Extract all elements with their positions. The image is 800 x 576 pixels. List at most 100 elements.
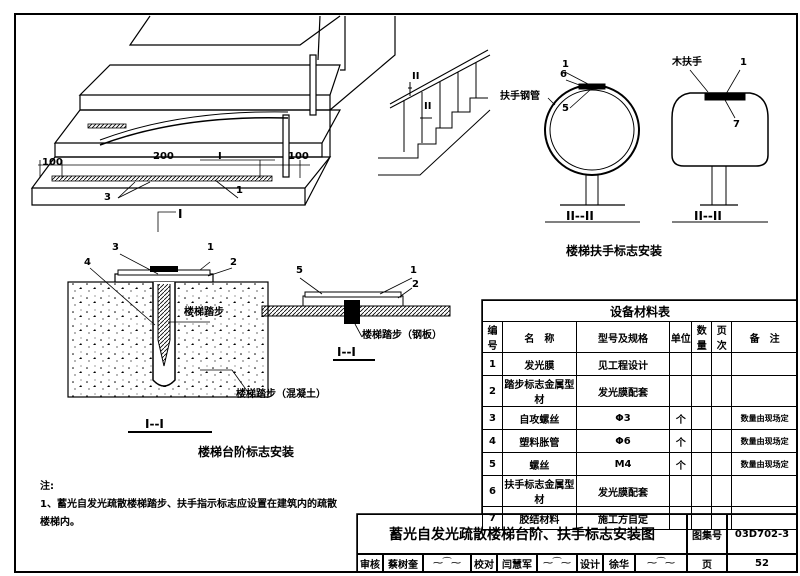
table-cell xyxy=(691,452,713,476)
wood-n1: 1 xyxy=(740,57,747,68)
table-cell: 个 xyxy=(669,452,693,476)
table-cell xyxy=(711,406,733,430)
table-cell xyxy=(691,352,713,376)
table-cell: 发光膜 xyxy=(501,352,577,376)
callout-3: 3 xyxy=(104,192,111,203)
leader-lines xyxy=(117,179,239,232)
steel-pipe-section xyxy=(544,71,640,223)
table-cell: 5 xyxy=(482,452,503,476)
pipe-section-label: II--II xyxy=(566,209,594,223)
section-mark-I: I xyxy=(178,207,183,221)
table-cell: Φ6 xyxy=(575,429,671,453)
table-cell xyxy=(669,375,693,407)
table-cell: 数量由现场定 xyxy=(731,406,798,430)
table-cell: 发光膜配套 xyxy=(575,375,671,407)
col-header: 数量 xyxy=(691,321,713,353)
checker-signature: ⁓⁀⁓ xyxy=(537,554,577,572)
table-cell: 3 xyxy=(482,406,503,430)
wood-n7: 7 xyxy=(733,119,740,130)
conc-step-label: 楼梯踏步 xyxy=(184,307,224,318)
table-cell: 塑料胀管 xyxy=(501,429,577,453)
conc-n4: 4 xyxy=(84,257,91,268)
notes: 注: 1、蓄光自发光疏散楼梯踏步、扶手指示标志应设置在建筑内的疏散 楼梯内。 xyxy=(40,478,337,532)
col-header: 单位 xyxy=(669,321,693,353)
dim-mid: 200 xyxy=(153,151,174,162)
dim-left: 100 xyxy=(42,157,63,168)
table-cell xyxy=(669,352,693,376)
table-cell xyxy=(711,429,733,453)
col-header: 型号及规格 xyxy=(575,321,671,353)
page-number: 52 xyxy=(727,554,797,572)
check-label: 校对 xyxy=(471,554,497,572)
stair-perspective xyxy=(30,15,396,206)
dimension-lines xyxy=(38,159,310,178)
table-cell: 数量由现场定 xyxy=(731,452,798,476)
table-title: 设备材料表 xyxy=(482,300,798,322)
conc-n3: 3 xyxy=(112,242,119,253)
table-cell xyxy=(711,452,733,476)
page-label: 页 xyxy=(687,554,727,572)
col-header: 编号 xyxy=(482,321,503,353)
reviewer-signature: ⁓⁀⁓ xyxy=(423,554,471,572)
table-cell: 踏步标志金属型材 xyxy=(501,375,577,407)
notes-line: 1、蓄光自发光疏散楼梯踏步、扶手指示标志应设置在建筑内的疏散 xyxy=(40,499,337,510)
designer-signature: ⁓⁀⁓ xyxy=(635,554,687,572)
drawing-title: 蓄光自发光疏散楼梯台阶、扶手标志安装图 xyxy=(357,514,687,554)
atlas-number: 03D702-3 xyxy=(727,514,797,554)
steel-label: 楼梯踏步（钢板） xyxy=(362,330,442,341)
col-header: 页次 xyxy=(711,321,733,353)
table-cell: 发光膜配套 xyxy=(575,475,671,507)
table-cell xyxy=(669,475,693,507)
table-cell xyxy=(691,475,713,507)
step-strip xyxy=(51,175,273,182)
conc-n2: 2 xyxy=(230,257,237,268)
conc-concrete-label: 楼梯踏步（混凝土） xyxy=(236,389,326,400)
atlas-label: 图集号 xyxy=(687,514,727,554)
callout-1: 1 xyxy=(236,185,243,196)
steel-n2: 2 xyxy=(412,279,419,290)
conc-caption: 楼梯台阶标志安装 xyxy=(198,445,295,459)
conc-section-label: I--I xyxy=(145,417,164,431)
col-header: 备 注 xyxy=(731,321,798,353)
dim-right: 100 xyxy=(288,151,309,162)
table-cell: 6 xyxy=(482,475,503,507)
col-header: 名 称 xyxy=(501,321,577,353)
review-label: 审核 xyxy=(357,554,383,572)
table-cell: Φ3 xyxy=(575,406,671,430)
notes-heading: 注: xyxy=(40,481,54,492)
notes-line: 楼梯内。 xyxy=(40,517,80,528)
steel-n5: 5 xyxy=(296,265,303,276)
table-cell xyxy=(711,375,733,407)
handrail-caption: 楼梯扶手标志安装 xyxy=(566,244,663,258)
steel-n1: 1 xyxy=(410,265,417,276)
steel-pipe-label: 扶手钢管 xyxy=(500,91,540,102)
reviewer-name: 蔡树奎 xyxy=(383,554,423,572)
wood-handrail-section xyxy=(671,69,769,223)
handrail-sketch xyxy=(378,49,491,176)
table-cell: 个 xyxy=(669,429,693,453)
design-label: 设计 xyxy=(577,554,603,572)
table-cell xyxy=(731,506,798,530)
concrete-step-detail xyxy=(67,253,269,433)
table-cell xyxy=(691,375,713,407)
table-cell xyxy=(691,429,713,453)
table-cell: 见工程设计 xyxy=(575,352,671,376)
table-cell: 扶手标志金属型材 xyxy=(501,475,577,507)
table-cell xyxy=(731,352,798,376)
callout-roman: I xyxy=(218,151,222,162)
table-cell xyxy=(731,475,798,507)
table-cell: 数量由现场定 xyxy=(731,429,798,453)
checker-name: 闫慧军 xyxy=(497,554,537,572)
wood-section-label: II--II xyxy=(694,209,722,223)
pipe-n1: 1 xyxy=(562,59,569,70)
table-cell: 螺丝 xyxy=(501,452,577,476)
mark-mid: II xyxy=(424,101,432,112)
table-cell xyxy=(691,406,713,430)
